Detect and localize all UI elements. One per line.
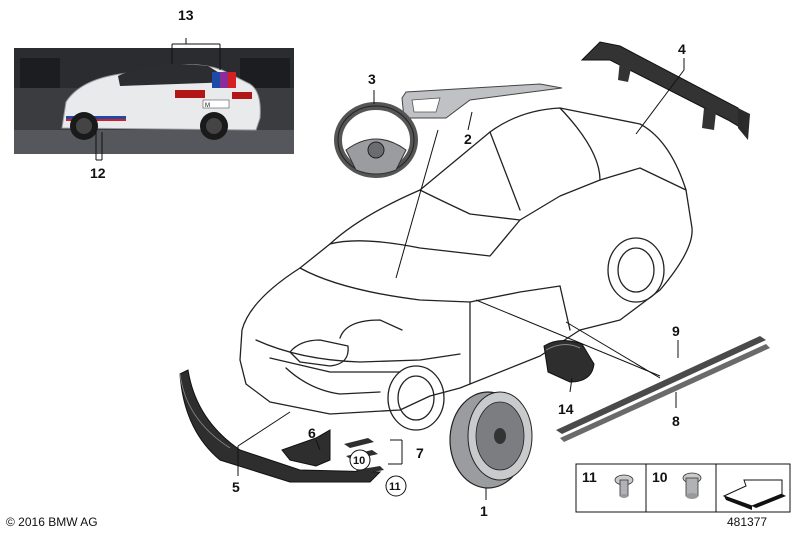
callout-4: 4 — [678, 41, 686, 57]
callout-8: 8 — [672, 413, 680, 429]
callout-7: 7 — [416, 445, 424, 461]
callout-11-circle — [385, 475, 407, 497]
license-plate-text: M — [205, 103, 210, 109]
side-sill-strips-part — [556, 336, 770, 442]
leader-lines — [95, 38, 685, 500]
vehicle-photo-inset: M — [14, 48, 294, 154]
fastener-legend: 11 10 — [575, 463, 791, 513]
callout-9: 9 — [672, 323, 680, 339]
grommet-icon — [682, 472, 702, 499]
copyright-text: © 2016 BMW AG — [6, 515, 98, 529]
callout-2: 2 — [464, 131, 472, 147]
legend-item-11-label: 11 — [582, 469, 597, 485]
legend-item-10-label: 10 — [652, 469, 668, 485]
callout-5: 5 — [232, 479, 240, 495]
callout-3: 3 — [368, 71, 376, 87]
arrow-icon — [722, 479, 786, 510]
callout-12: 12 — [90, 165, 106, 181]
front-splitter-part — [179, 369, 382, 483]
mirror-cap-part — [543, 340, 595, 383]
callout-1: 1 — [480, 503, 488, 519]
callout-10: 10 — [353, 455, 365, 467]
screw-icon — [614, 474, 634, 498]
callout-6: 6 — [308, 425, 316, 441]
document-number: 481377 — [727, 515, 768, 529]
callout-13: 13 — [178, 7, 194, 23]
callout-14: 14 — [558, 401, 574, 417]
rear-spoiler-part — [580, 41, 750, 140]
callout-10-circle — [349, 449, 371, 471]
interior-trim-part — [401, 83, 563, 119]
callout-11: 11 — [389, 481, 401, 493]
wheel-part — [449, 391, 533, 489]
front-flap-part — [281, 429, 331, 467]
vehicle-outline — [239, 107, 693, 431]
steering-wheel-part — [334, 102, 418, 178]
